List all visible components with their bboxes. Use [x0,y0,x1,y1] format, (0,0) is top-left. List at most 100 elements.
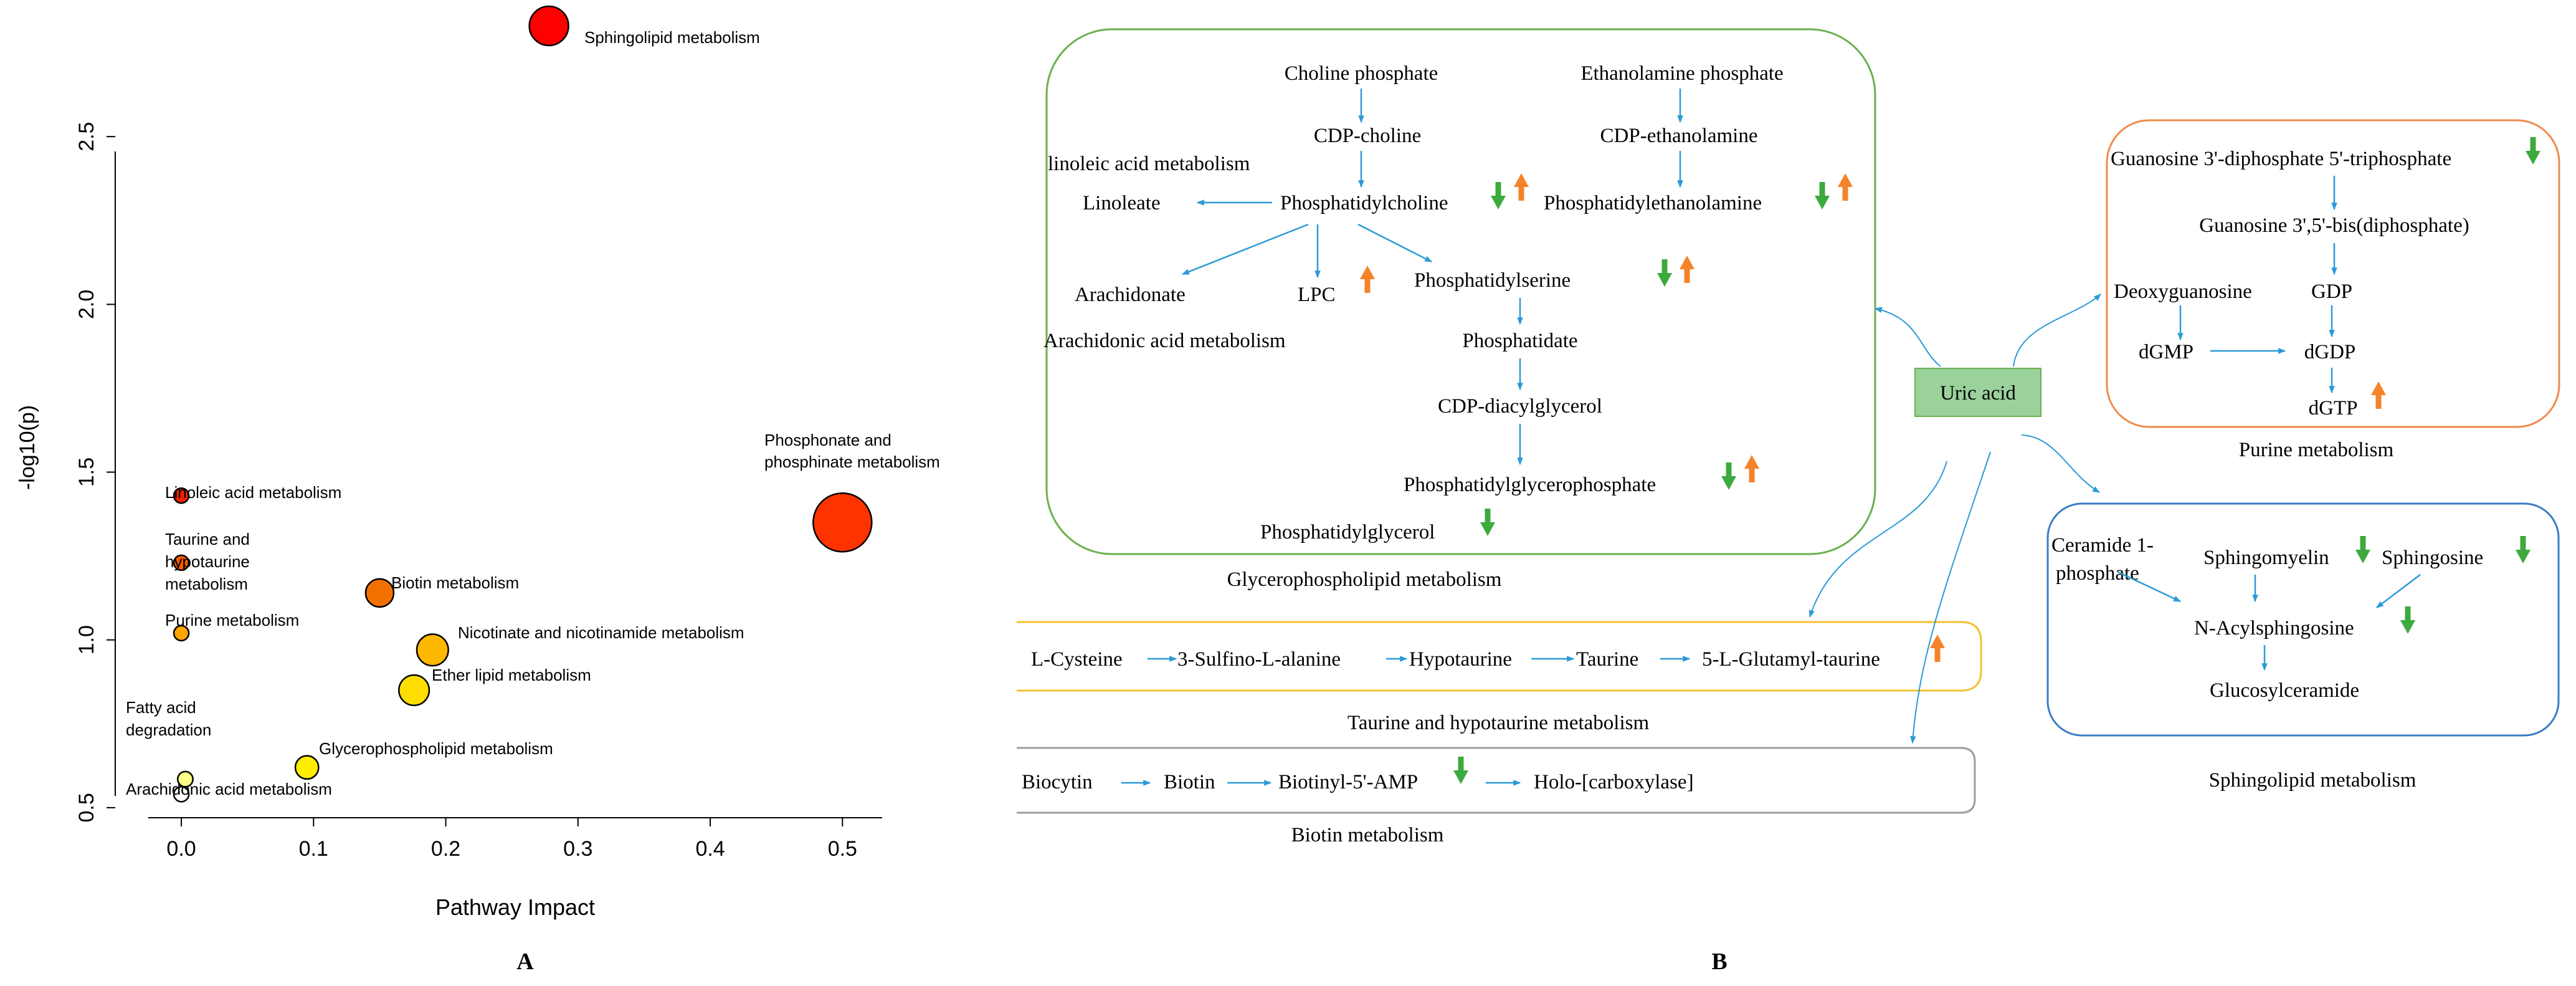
sphingosine: Sphingosine [2382,547,2483,569]
point-sphingolipid-metabolism [528,5,569,47]
y-axis-label: -log10(p) [16,405,39,490]
phosphatidate: Phosphatidate [1462,330,1577,352]
linoleate: Linoleate [1083,192,1161,214]
ceramide-1-phosphate-line2: phosphate [2056,562,2139,585]
dgtp: dGTP [2309,397,2358,419]
l-cysteine: L-Cysteine [1031,648,1123,671]
deoxyguanosine: Deoxyguanosine [2114,280,2252,303]
point-glycerophospholipid-metabolism [294,755,320,780]
label-glycero: Glycerophospholipid metabolism [319,739,553,758]
label-ether: Ether lipid metabolism [432,666,591,684]
cdp-diacylglycerol: CDP-diacylglycerol [1438,395,1602,418]
dgdp: dGDP [2304,341,2356,363]
arrow-uric-biotin [1909,451,1991,744]
arrow-uric-purine [2013,294,2101,367]
up-ps [1680,256,1694,283]
y-tick-label: 2.0 [75,290,98,319]
holo-carboxylase: Holo-[carboxylase] [1534,771,1694,793]
label-nicotinate: Nicotinate and nicotinamide metabolism [458,623,744,642]
biotin-title: Biotin metabolism [1291,824,1444,846]
y-axis-ticks: 0.51.01.52.02.5 [75,122,115,822]
x-tick-label: 0.2 [431,837,460,861]
point-nicotinate-and-nicotinamide-metabolism [416,633,449,667]
ppgpp: Guanosine 3'-diphosphate 5'-triphosphate [2111,148,2451,170]
ceramide-1-phosphate-line1: Ceramide 1- [2051,534,2154,557]
gdp: GDP [2311,280,2352,303]
down-ps [1657,259,1672,287]
arrow-uric-glycero [1874,307,1941,367]
biotin: Biotin [1164,771,1215,793]
arachidonic-pathway-label: Arachidonic acid metabolism [1043,330,1286,352]
point-ether-lipid-metabolism [398,674,430,707]
glycero-title: Glycerophospholipid metabolism [1227,568,1502,591]
sphingolipid-box: Sphingolipid metabolism Ceramide 1- phos… [2046,502,2560,792]
arrow-uric-sphingo [2021,434,2101,493]
down-pc [1491,182,1506,209]
point-purine-metabolism [173,625,190,642]
x-tick-label: 0.1 [299,837,328,861]
up-glutamyl-taurine [1930,634,1945,662]
cdp-choline: CDP-choline [1314,125,1421,147]
up-dgtp [2371,381,2386,409]
glucosylceramide: Glucosylceramide [2210,679,2359,702]
label-sphingolipid: Sphingolipid metabolism [584,28,760,47]
pathway-diagram: Glycerophospholipid metabolism Choline p… [1017,28,2560,975]
phosphatidylglycerophosphate: Phosphatidylglycerophosphate [1404,474,1656,496]
ethanolamine-phosphate: Ethanolamine phosphate [1580,62,1783,85]
label-taurine-line3: metabolism [165,575,248,593]
label-arachidonic: Arachidonic acid metabolism [126,780,332,798]
up-pc [1514,173,1529,201]
5-l-glutamyl-taurine: 5-L-Glutamyl-taurine [1702,648,1880,671]
y-tick-label: 0.5 [75,793,98,822]
point-taurine-and-hypotaurine-metabolism [173,554,190,572]
uric-acid-node: Uric acid [1914,368,2041,417]
purine-box: Purine metabolism Guanosine 3'-diphospha… [2106,119,2560,461]
down-sm [2355,536,2370,563]
scatter-points [173,5,873,803]
point-biotin-metabolism [364,578,395,608]
point-arachidonic-acid-metabolism [173,786,190,803]
linoleic-pathway-label: linoleic acid metabolism [1048,153,1250,175]
dgmp: dGMP [2139,341,2193,363]
up-pgp [1744,455,1759,482]
biotinyl-5-amp: Biotinyl-5'-AMP [1278,771,1418,793]
sphingo-title: Sphingolipid metabolism [2209,769,2417,792]
arrow-so-nacyl [2376,574,2421,608]
y-tick-label: 1.5 [75,457,98,487]
down-pg [1480,509,1495,536]
point-labels: Sphingolipid metabolism Phosphonate and … [126,28,940,798]
label-fatty-line1: Fatty acid [126,698,196,717]
panel-label-a: A [516,949,534,975]
ppgpp2: Guanosine 3',5'-bis(diphosphate) [2199,214,2469,237]
down-biotinyl-amp [1453,757,1468,784]
x-axis-label: Pathway Impact [435,894,595,920]
phosphatidylglycerol: Phosphatidylglycerol [1260,521,1435,543]
y-tick-label: 1.0 [75,625,98,654]
hypotaurine: Hypotaurine [1409,648,1512,671]
biotin-box: Biotin metabolism Biocytin Biotin Biotin… [1017,747,1976,846]
sphingomyelin: Sphingomyelin [2203,547,2329,569]
phosphatidylethanolamine: Phosphatidylethanolamine [1544,192,1762,214]
label-taurine-line1: Taurine and [165,530,250,548]
down-nacyl [2400,606,2415,634]
point-phosphonate-and-phosphinate-metabolism [812,492,873,553]
down-pe [1815,182,1830,209]
label-biotin: Biotin metabolism [391,573,519,592]
arrow-c1p-nacyl [2117,571,2182,603]
x-tick-label: 0.0 [166,837,196,861]
down-ppgpp [2526,137,2540,165]
taurine-box: Taurine and hypotaurine metabolism L-Cys… [1017,621,1982,734]
down-pgp [1721,462,1736,490]
glycerophospholipid-box: Glycerophospholipid metabolism Choline p… [1043,28,1876,591]
n-acylsphingosine: N-Acylsphingosine [2194,617,2354,639]
point-fatty-acid-degradation [176,770,194,788]
taurine: Taurine [1576,648,1638,671]
x-tick-label: 0.4 [695,837,725,861]
point-linoleic-acid-metabolism [173,487,190,504]
label-fatty-line2: degradation [126,720,211,739]
phosphatidylcholine: Phosphatidylcholine [1280,192,1448,214]
arrow-pc-ps [1357,223,1433,263]
